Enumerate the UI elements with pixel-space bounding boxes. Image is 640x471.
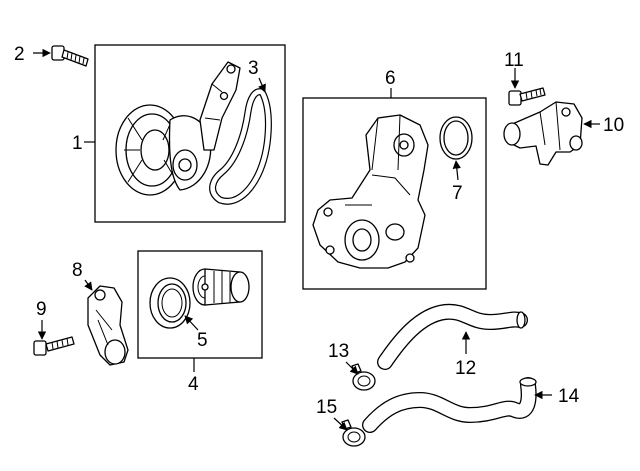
leader-7 <box>452 160 461 181</box>
thermostat-body[interactable] <box>192 268 250 306</box>
leader-13 <box>345 361 359 375</box>
thermostat-group-box <box>137 250 263 359</box>
water-outlet-housing-part-6[interactable] <box>312 114 429 269</box>
bolt-part-9[interactable] <box>33 336 75 356</box>
water-pump-group-box <box>94 44 286 223</box>
leader-3 <box>258 77 266 93</box>
callout-2: 2 <box>14 44 25 65</box>
leader-15 <box>333 417 348 431</box>
callout-12: 12 <box>455 358 476 379</box>
clamp-part-15[interactable] <box>341 419 366 447</box>
hose-part-12[interactable] <box>377 303 528 370</box>
callout-labels: 2 1 3 6 7 11 10 8 9 5 4 12 13 14 15 <box>14 44 624 418</box>
callout-14: 14 <box>558 386 580 407</box>
pump-gasket-part-3[interactable] <box>209 88 272 205</box>
callout-13: 13 <box>328 341 349 362</box>
callout-11: 11 <box>504 50 524 71</box>
leader-lines <box>33 48 600 431</box>
leader-8 <box>84 279 93 291</box>
water-pump-part-1[interactable] <box>115 61 241 196</box>
bolt-part-11[interactable] <box>508 87 546 106</box>
callout-9: 9 <box>36 299 47 320</box>
callout-4: 4 <box>188 374 199 395</box>
o-ring-part-7[interactable] <box>439 116 473 160</box>
water-outlet-group-box <box>302 97 487 290</box>
water-outlet-part-10[interactable] <box>503 101 583 166</box>
hose-part-14[interactable] <box>362 377 537 433</box>
callout-8: 8 <box>72 260 83 281</box>
callout-5: 5 <box>197 330 208 351</box>
thermostat-housing-part-8[interactable] <box>87 285 129 366</box>
thermostat-gasket-part-5[interactable] <box>149 277 191 329</box>
callout-7: 7 <box>452 183 463 204</box>
callout-15: 15 <box>316 397 337 418</box>
bolt-part-2[interactable] <box>51 45 89 67</box>
callout-6: 6 <box>385 68 396 89</box>
leader-5 <box>184 315 199 331</box>
callout-1: 1 <box>72 133 83 154</box>
callout-3: 3 <box>248 58 259 79</box>
callout-10: 10 <box>603 115 624 136</box>
clamp-part-13[interactable] <box>351 363 376 391</box>
